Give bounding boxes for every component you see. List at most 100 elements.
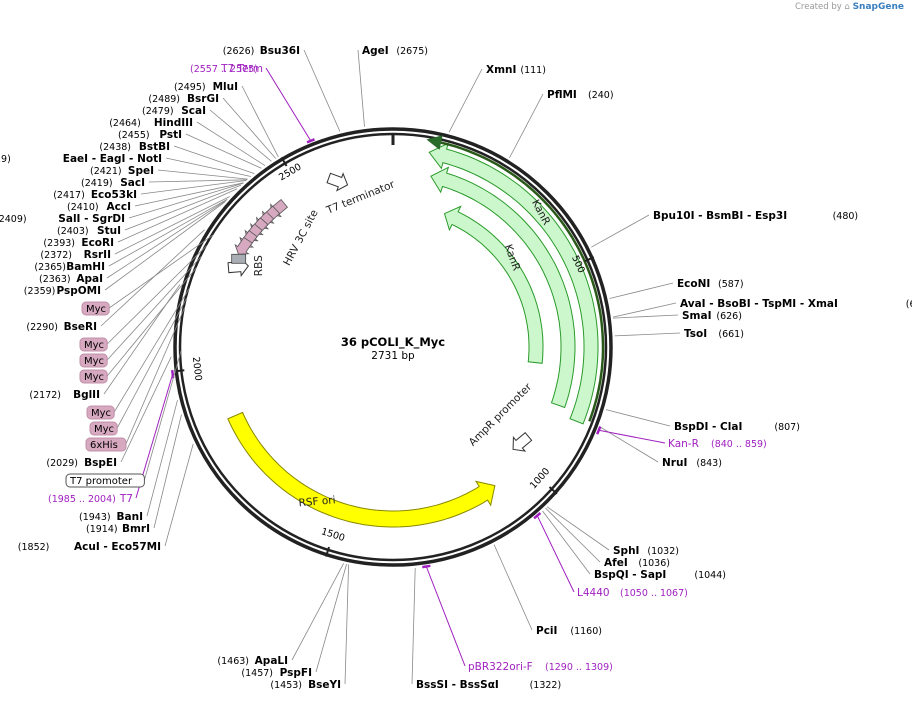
badge-myc[interactable]: Myc — [79, 267, 197, 384]
site-saci[interactable]: SacI(2419) — [81, 177, 248, 189]
t7-terminator-arrow — [326, 172, 349, 192]
badge-myc[interactable]: Myc — [79, 256, 202, 368]
site-agei[interactable]: AgeI(2675) — [357, 45, 428, 127]
site-bseyi[interactable]: BseYI(1453) — [270, 564, 349, 692]
badge-myc[interactable]: Myc — [81, 234, 214, 316]
site-nrui[interactable]: NruI(843) — [599, 426, 722, 469]
badge-leader-line — [113, 288, 190, 413]
site-bsu36i[interactable]: Bsu36I(2626) — [223, 45, 341, 132]
site-eaei-eagi-noti[interactable]: EaeI - EagI - NotI(2429) — [0, 153, 251, 177]
kanr-highlight-line — [438, 140, 605, 422]
site-econi[interactable]: EcoNI(587) — [609, 278, 744, 299]
primer-range: (1290 .. 1309) — [545, 662, 613, 673]
site-leader-line — [357, 49, 365, 127]
badge-label: Myc — [84, 340, 104, 351]
site-bmri[interactable]: BmrI(1914) — [86, 414, 182, 536]
site-acci[interactable]: AccI(2410) — [67, 182, 244, 213]
site-leader-line — [605, 409, 671, 427]
site-bamhi[interactable]: BamHI(2365) — [34, 198, 228, 273]
site-apali[interactable]: ApaLI(1463) — [217, 563, 344, 667]
site-sali-sgrdi[interactable]: SalI - SgrDI(2409) — [0, 182, 244, 225]
site-hindiii[interactable]: HindIII(2464) — [109, 117, 266, 166]
site-leader-line — [546, 506, 610, 551]
sites-layer: Bsu36I(2626)AgeI(2675) XmnI(111)PflMI(240… — [0, 45, 912, 691]
site-name: BseYI — [308, 679, 341, 691]
site-pcii[interactable]: PciI(1160) — [493, 544, 602, 637]
site-name: EaeI - EagI - NotI — [63, 153, 162, 165]
site-tsoi[interactable]: TsoI(661) — [614, 328, 744, 340]
site-leader-line — [509, 93, 544, 159]
site-leader-line — [146, 400, 178, 517]
site-position: (2172) — [29, 390, 61, 401]
site-leader-line — [153, 414, 182, 529]
site-name: PstI — [159, 129, 182, 141]
badge-t7-promoter[interactable]: T7 promoter — [65, 350, 182, 488]
site-rsrii[interactable]: RsrII (2372) — [40, 196, 230, 262]
site-xmni[interactable]: XmnI(111) — [448, 64, 546, 133]
site-spei[interactable]: SpeI(2421) — [90, 165, 248, 180]
site-eco53ki[interactable]: Eco53kI(2417) — [53, 180, 247, 202]
site-position: (2393) — [43, 238, 75, 249]
site-ecori[interactable]: EcoRI(2393) — [43, 188, 238, 249]
site-name: RsrII — [84, 249, 111, 261]
site-leader-line — [173, 145, 255, 174]
badge-label: Myc — [94, 424, 114, 435]
site-avai-bsobi-tspmi-xmai[interactable]: AvaI - BsoBI - TspMI - XmaI(624) — [612, 298, 912, 318]
primer-range: (1985 .. 2004) — [48, 494, 116, 505]
site-bsssi-bsss-i[interactable]: BssSI - BssSαI(1322) — [411, 567, 561, 691]
badge-label: Myc — [84, 372, 104, 383]
site-sphi[interactable]: SphI(1032) — [546, 506, 679, 557]
site-smai[interactable]: SmaI(626) — [613, 310, 742, 322]
site-bstbi[interactable]: BstBI(2438) — [99, 141, 255, 174]
primer-name: L4440 — [577, 587, 610, 599]
site-position: (111) — [520, 65, 546, 76]
site-bspdi-clai[interactable]: BspDI - ClaI(807) — [605, 409, 800, 433]
site-leader-line — [104, 201, 226, 291]
site-position: (1914) — [86, 524, 118, 535]
badge-myc[interactable]: Myc — [89, 297, 188, 436]
site-bsrgi[interactable]: BsrGI(2489) — [148, 93, 277, 159]
site-acui-eco57mi[interactable]: AcuI - Eco57MI(1852) — [18, 443, 194, 553]
site-name: ScaI — [181, 105, 206, 117]
primer-leader-line — [425, 566, 466, 667]
site-scai[interactable]: ScaI (2479) — [142, 105, 272, 162]
site-mlui[interactable]: MluI(2495) — [174, 81, 279, 158]
primer-pbr322ori-f[interactable]: pBR322ori-F(1290 .. 1309) — [422, 564, 613, 673]
site-pflmi[interactable]: PflMI(240) — [509, 89, 614, 159]
site-bpu10i-bsmbi-esp3i[interactable]: Bpu10I - BsmBI - Esp3I(480) — [591, 210, 858, 248]
site-position: (2626) — [223, 46, 255, 57]
primer-kan-r[interactable]: Kan-R(840 .. 859) — [596, 426, 767, 451]
badge-myc[interactable]: Myc — [86, 288, 190, 420]
primer-mark — [533, 512, 542, 520]
site-pspfi[interactable]: PspFI(1457) — [241, 563, 347, 679]
badge-box — [85, 437, 127, 452]
site-bspqi-sapi[interactable]: BspQI - SapI(1044) — [542, 510, 726, 581]
site-leader-line — [613, 314, 679, 319]
site-position: (1457) — [241, 668, 273, 679]
primer-l4440[interactable]: L4440(1050 .. 1067) — [533, 512, 688, 599]
badge-6xhis[interactable]: 6xHis — [85, 307, 186, 452]
site-leader-line — [612, 302, 677, 318]
site-leader-line — [209, 109, 272, 162]
credit-brand: SnapGene — [852, 2, 904, 12]
tick-mark — [280, 156, 288, 167]
site-bani[interactable]: BanI(1943) — [79, 400, 178, 523]
tag-arrow — [234, 236, 253, 255]
site-position: (2359) — [24, 286, 56, 297]
site-leader-line — [114, 196, 230, 255]
site-afei[interactable]: AfeI(1036) — [545, 507, 670, 569]
primer-mark — [306, 138, 315, 144]
badge-box — [79, 337, 108, 352]
primer-range: (2557 .. 2575) — [190, 64, 258, 75]
site-apai[interactable]: ApaI(2363) — [39, 199, 227, 285]
site-position: (2372) — [40, 250, 72, 261]
site-name: SmaI — [682, 310, 712, 322]
badge-myc[interactable]: Myc — [79, 245, 208, 352]
site-stui[interactable]: StuI(2403) — [57, 184, 242, 237]
site-position: (2479) — [142, 106, 174, 117]
site-pspomi[interactable]: PspOMI(2359) — [24, 201, 226, 298]
site-psti[interactable]: PstI(2455) — [118, 129, 262, 169]
site-bspei[interactable]: BspEI(2029) — [46, 356, 172, 469]
primer-t7-term[interactable]: T7 Term(2557 .. 2575) — [190, 63, 315, 144]
kanr-middle-arrow — [430, 166, 576, 409]
